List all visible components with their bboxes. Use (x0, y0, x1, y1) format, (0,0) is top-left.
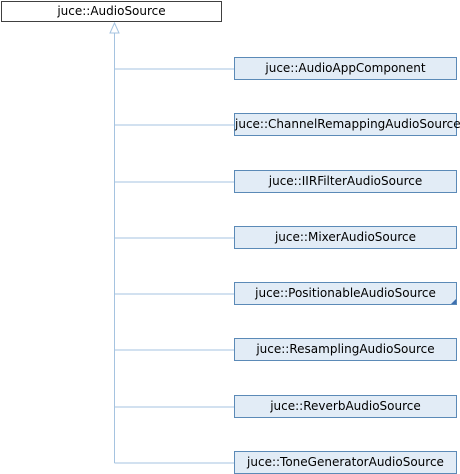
derived-class-label: juce::ToneGeneratorAudioSource (247, 455, 444, 469)
inheritance-arrowhead (109, 21, 120, 34)
derived-class-node[interactable]: juce::AudioAppComponent (234, 57, 457, 80)
derived-class-label: juce::IIRFilterAudioSource (268, 174, 423, 188)
derived-class-label: juce::ChannelRemappingAudioSource (235, 117, 460, 131)
derived-class-node[interactable]: juce::IIRFilterAudioSource (234, 170, 457, 193)
derived-class-node[interactable]: juce::PositionableAudioSource (234, 282, 457, 305)
derived-class-node[interactable]: juce::ToneGeneratorAudioSource (234, 451, 457, 474)
derived-class-label: juce::AudioAppComponent (265, 61, 426, 75)
derived-class-label: juce::ResamplingAudioSource (256, 342, 435, 356)
derived-class-node[interactable]: juce::MixerAudioSource (234, 226, 457, 249)
base-class-label: juce::AudioSource (57, 4, 166, 18)
derived-class-node[interactable]: juce::ResamplingAudioSource (234, 338, 457, 361)
base-class-node[interactable]: juce::AudioSource (1, 1, 222, 22)
derived-class-label: juce::PositionableAudioSource (255, 286, 436, 300)
derived-class-node[interactable]: juce::ReverbAudioSource (234, 395, 457, 418)
branch-lines (114, 68, 234, 464)
derived-class-label: juce::ReverbAudioSource (270, 399, 421, 413)
derived-class-label: juce::MixerAudioSource (274, 230, 417, 244)
derived-class-node[interactable]: juce::ChannelRemappingAudioSource (234, 113, 460, 136)
more-subclasses-marker (451, 299, 456, 304)
